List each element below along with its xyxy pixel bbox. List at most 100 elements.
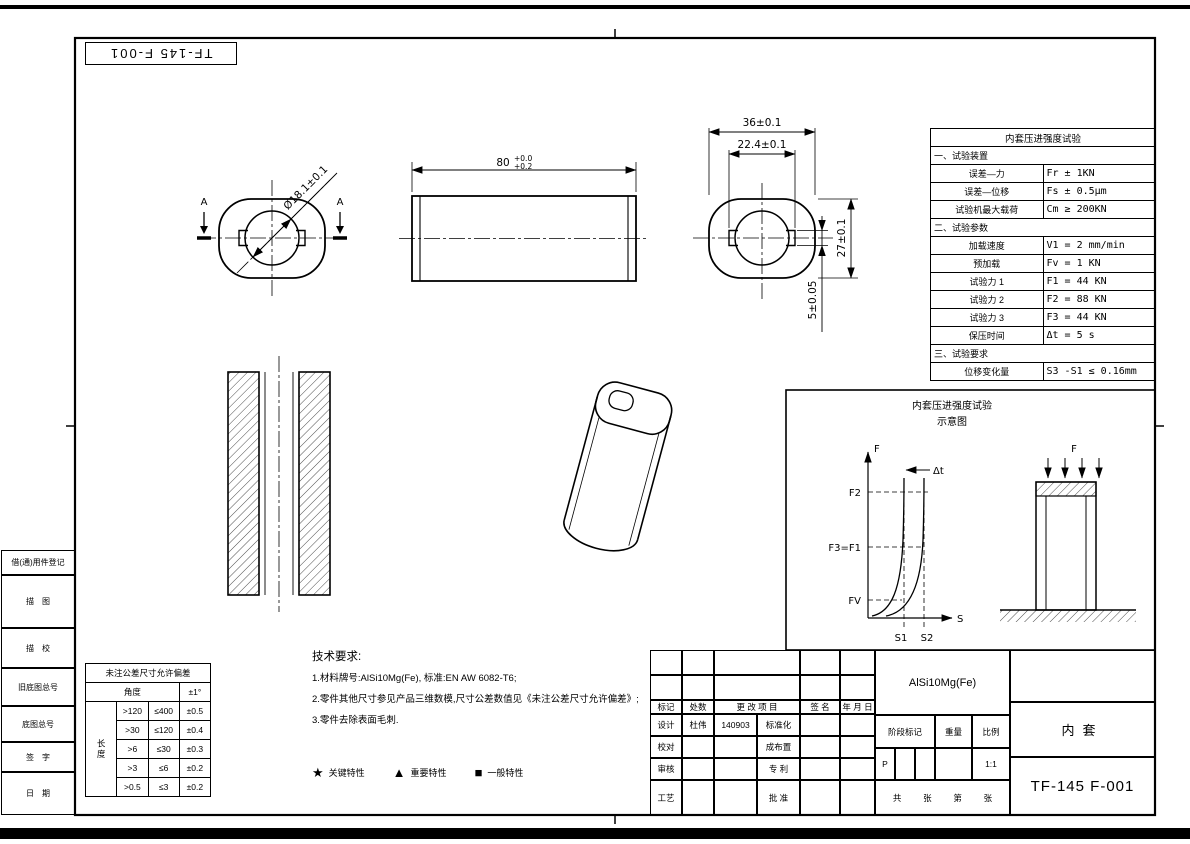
test-section-header: 一、试验装置 — [930, 146, 1156, 165]
test-section-header: 三、试验要求 — [930, 344, 1156, 363]
legend-label: 重要特性 — [410, 768, 447, 778]
end-view-right — [693, 128, 858, 332]
graph-f2-label: F2 — [849, 488, 861, 499]
graph-f-axis-label: F — [874, 444, 880, 455]
revision-cell — [800, 650, 840, 675]
test-row-label: 试验力 2 — [930, 290, 1044, 309]
role-review: 审核 — [650, 758, 682, 780]
designer-name: 杜伟 — [682, 714, 714, 736]
revision-cell — [682, 675, 714, 700]
test-row-value: Fv = 1 KN — [1042, 254, 1156, 273]
margin-block-tracing: 描图 — [1, 575, 75, 628]
dim-length: 80 — [496, 157, 509, 169]
stage-mark-box — [915, 748, 935, 780]
general-tolerance-table: 未注公差尺寸允许偏差 角度±1° 长度>120≤400±0.5 >30≤120±… — [84, 663, 212, 797]
test-row-value: V1 = 2 mm/min — [1042, 236, 1156, 255]
test-row-label: 位移变化量 — [930, 362, 1044, 381]
tolerance-range-from: >6 — [116, 739, 149, 759]
tolerance-range-to: ≤400 — [147, 701, 180, 721]
legend-item: ▲ 重要特性 — [393, 766, 447, 779]
dim-length-lower-tol: +0.2 — [514, 162, 532, 171]
corner-drawing-number-box: TF-145 F-001 — [85, 42, 237, 65]
revision-cell — [714, 650, 800, 675]
weight-label: 重量 — [935, 715, 972, 748]
process-name — [682, 780, 714, 815]
sheet-count-row: 共 张 第 张 — [875, 780, 1010, 815]
technical-requirement-item: 2.零件其他尺寸参见产品三维数模,尺寸公差数值见《未注公差尺寸允许偏差》; — [312, 694, 639, 705]
margin-block-old-master-no: 旧底图总号 — [1, 668, 75, 706]
test-row-value: F1 = 44 KN — [1042, 272, 1156, 291]
material-cell: AlSi10Mg(Fe) — [875, 650, 1010, 715]
test-row-label: 加载速度 — [930, 236, 1044, 255]
isometric-view — [563, 381, 673, 552]
check-date — [714, 736, 757, 758]
revision-cell — [840, 675, 875, 700]
sheet-no-label: 第 — [953, 792, 962, 803]
sheet-unit-label: 张 — [923, 792, 932, 803]
tolerance-range-from: >30 — [116, 720, 149, 740]
tolerance-value: ±0.4 — [178, 720, 212, 740]
corner-drawing-number: TF-145 F-001 — [109, 46, 213, 61]
tolerance-range-from: >3 — [116, 758, 149, 778]
test-row-value: S3 -S1 ≤ 0.16mm — [1042, 362, 1156, 381]
checker-name — [682, 736, 714, 758]
test-row-label: 试验机最大载荷 — [930, 200, 1044, 219]
review-date — [714, 758, 757, 780]
graph-f3f1-label: F3=F1 — [828, 543, 861, 554]
revision-cell — [714, 675, 800, 700]
graph-dt-label: Δt — [933, 466, 944, 477]
tolerance-value: ±0.5 — [178, 701, 212, 721]
margin-block-date: 日期 — [1, 772, 75, 815]
technical-requirements-title: 技术要求: — [312, 651, 362, 663]
graph-s-axis-label: S — [957, 614, 963, 625]
title-block: 标记 处数 更 改 项 目 签 名 年 月 日 设计 杜伟 140903 标准化… — [650, 650, 1155, 815]
dim-width-22-4: 22.4±0.1 — [738, 139, 787, 151]
test-row-value: Fs ± 0.5μm — [1042, 182, 1156, 201]
test-row-label: 试验力 1 — [930, 272, 1044, 291]
tolerance-range-to: ≤120 — [147, 720, 180, 740]
graph-s2-label: S2 — [921, 633, 934, 644]
test-table-title: 内套压进强度试验 — [930, 128, 1156, 147]
sign-cell — [800, 736, 840, 758]
revision-cell — [840, 650, 875, 675]
tolerance-angle-value: ±1° — [178, 682, 212, 702]
dim-diameter: Ø18.1±0.1 — [281, 163, 330, 212]
square-icon: ■ — [474, 765, 483, 780]
tolerance-length-label: 长度 — [84, 701, 118, 797]
tolerance-range-to: ≤3 — [147, 777, 180, 797]
sheet-unit-label: 张 — [983, 792, 993, 803]
revision-cell — [650, 650, 682, 675]
rev-header-item: 更 改 项 目 — [714, 700, 800, 714]
margin-block-trace-check: 描校 — [1, 628, 75, 668]
stage-mark-box — [895, 748, 915, 780]
tolerance-angle-label: 角度 — [85, 682, 180, 702]
dim-height-5: 5±0.05 — [807, 281, 819, 320]
revision-cell — [800, 675, 840, 700]
test-row-label: 保压时间 — [930, 326, 1044, 345]
fixture-force-label: F — [1071, 444, 1077, 455]
role-layout: 成布置 — [757, 736, 800, 758]
date-cell — [840, 714, 875, 736]
scale-label: 比例 — [972, 715, 1010, 748]
weight-value — [935, 748, 972, 780]
end-view-left — [197, 172, 347, 297]
schematic-title-line2: 示意图 — [937, 415, 967, 428]
sign-cell — [800, 714, 840, 736]
section-view — [227, 356, 331, 612]
tolerance-range-to: ≤6 — [147, 758, 180, 778]
test-row-value: Δt = 5 s — [1042, 326, 1156, 345]
test-row-value: F2 = 88 KN — [1042, 290, 1156, 309]
test-row-label: 误差—力 — [930, 164, 1044, 183]
tolerance-value: ±0.2 — [178, 758, 212, 778]
role-design: 设计 — [650, 714, 682, 736]
rev-header-sign: 签 名 — [800, 700, 840, 714]
date-cell — [840, 780, 875, 815]
section-letter-left: A — [201, 197, 208, 208]
stage-mark-value: P — [875, 748, 895, 780]
sign-cell — [800, 758, 840, 780]
revision-cell — [650, 675, 682, 700]
dim-length-upper-tol: +0.0 — [514, 154, 532, 163]
tolerance-value: ±0.3 — [178, 739, 212, 759]
reviewer-name — [682, 758, 714, 780]
